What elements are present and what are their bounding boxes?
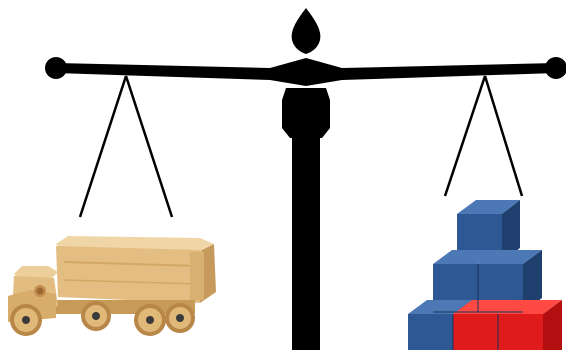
truck-rear-wheel-1 bbox=[134, 304, 166, 336]
truck-trailer-door bbox=[190, 252, 204, 300]
truck-mid-wheel bbox=[81, 301, 111, 331]
beam-left-knob bbox=[45, 57, 67, 79]
truck-cab-window-inner bbox=[37, 288, 44, 295]
truck-rear-wheel-2 bbox=[165, 303, 195, 333]
scale-column bbox=[292, 130, 320, 350]
block-red-bottom-right bbox=[498, 300, 562, 350]
truck-front-wheel bbox=[10, 304, 42, 336]
beam-right-knob bbox=[545, 57, 566, 79]
truck-trailer-side bbox=[56, 246, 202, 303]
